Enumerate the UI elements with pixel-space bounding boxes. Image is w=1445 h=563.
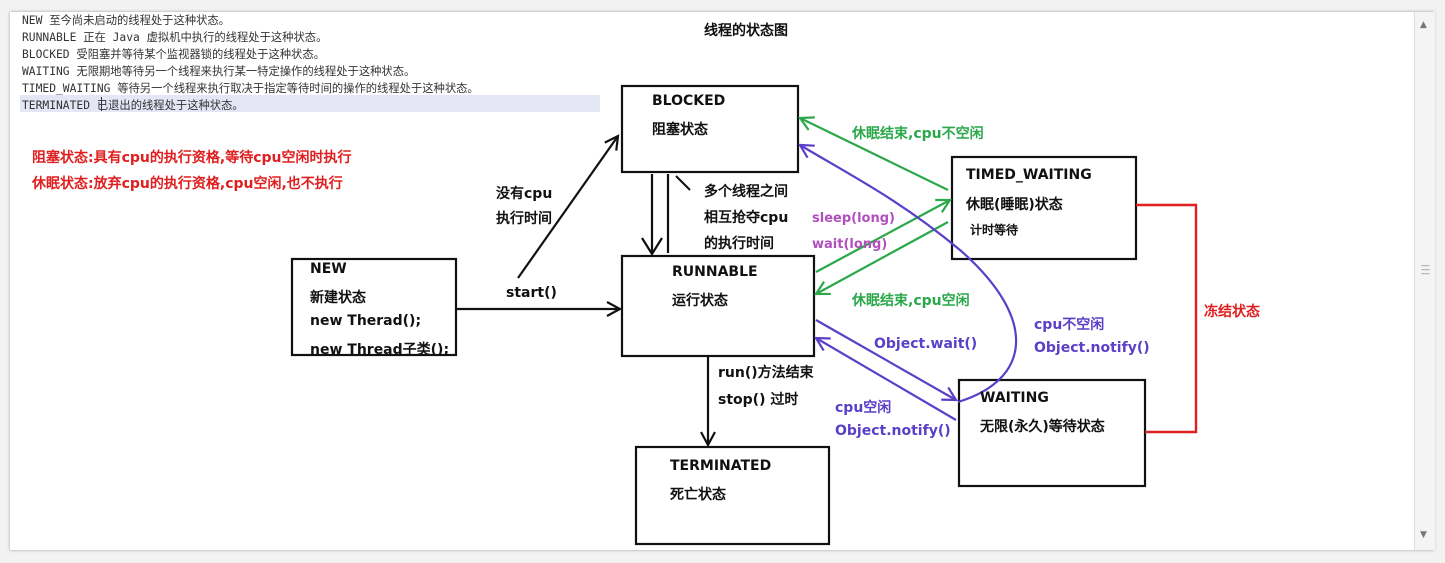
arrow-runnable-to-waiting <box>815 319 956 400</box>
label-freeze: 冻结状态 <box>1204 304 1260 320</box>
label-stop: stop() 过时 <box>718 392 799 408</box>
label-sleep-long: sleep(long) <box>812 211 895 226</box>
label-object-wait: Object.wait() <box>874 336 978 352</box>
note-sleep-state: 休眠状态:放弃cpu的执行资格,cpu空闲,也不执行 <box>32 176 343 192</box>
doc-line-blocked: BLOCKED 受阻塞并等待某个监视器锁的线程处于这种状态。 <box>22 48 325 61</box>
scroll-up-icon[interactable]: ▲ <box>1420 20 1427 30</box>
arrow-waiting-to-runnable <box>816 338 957 421</box>
state-timed-waiting-desc: 休眠(睡眠)状态 <box>966 197 1063 213</box>
freeze-bracket <box>1136 203 1198 434</box>
pointer-compete <box>675 175 691 191</box>
state-terminated-desc: 死亡状态 <box>670 487 726 503</box>
text-caret <box>101 97 102 111</box>
doc-line-terminated: TERMINATED 已退出的线程处于这种状态。 <box>22 99 244 112</box>
label-cpu-idle: cpu空闲 <box>835 400 892 416</box>
box-terminated <box>634 445 831 546</box>
doc-line-runnable: RUNNABLE 正在 Java 虚拟机中执行的线程处于这种状态。 <box>22 31 328 44</box>
diagram-title: 线程的状态图 <box>704 23 788 39</box>
arrow-to-blocked <box>517 136 618 279</box>
state-waiting-name: WAITING <box>980 390 1049 406</box>
scroll-grip-icon[interactable]: ——— <box>1421 261 1430 279</box>
state-timed-waiting-sub: 计时等待 <box>970 223 1019 237</box>
state-new-ctor2: new Thread子类(); <box>310 342 450 358</box>
box-new <box>290 257 458 357</box>
label-run-end: run()方法结束 <box>718 365 814 381</box>
scroll-down-icon[interactable]: ▼ <box>1420 530 1427 540</box>
label-start: start() <box>506 285 557 301</box>
label-no-cpu-1: 没有cpu <box>496 186 553 202</box>
state-runnable-name: RUNNABLE <box>672 264 758 280</box>
arrow-runnable-to-timed <box>815 200 950 273</box>
label-sleep-end-busy: 休眠结束,cpu不空闲 <box>852 126 984 142</box>
arrow-timed-to-blocked <box>800 118 949 191</box>
state-blocked-desc: 阻塞状态 <box>652 122 708 138</box>
arrow-timed-to-runnable <box>816 221 949 294</box>
box-runnable <box>620 254 816 358</box>
state-runnable-desc: 运行状态 <box>672 293 728 309</box>
label-compete-3: 的执行时间 <box>704 236 774 252</box>
label-notify-1: Object.notify() <box>1034 340 1150 356</box>
arrow-waiting-to-blocked <box>800 145 1018 404</box>
state-terminated-name: TERMINATED <box>670 458 772 474</box>
label-sleep-end-idle: 休眠结束,cpu空闲 <box>852 293 970 309</box>
selected-line-highlight <box>20 95 600 112</box>
label-no-cpu-2: 执行时间 <box>496 211 552 227</box>
label-compete-2: 相互抢夺cpu <box>704 210 789 226</box>
arrowhead-into-runnable <box>641 237 663 257</box>
doc-line-waiting: WAITING 无限期地等待另一个线程来执行某一特定操作的线程处于这种状态。 <box>22 65 416 78</box>
state-timed-waiting-name: TIMED_WAITING <box>966 167 1092 183</box>
state-new-ctor1: new Therad(); <box>310 313 422 329</box>
label-notify-2: Object.notify() <box>835 423 951 439</box>
doc-line-timed-waiting: TIMED_WAITING 等待另一个线程来执行取决于指定等待时间的操作的线程处… <box>22 82 479 95</box>
doc-line-new: NEW 至今尚未启动的线程处于这种状态。 <box>22 14 230 27</box>
vertical-scrollbar[interactable]: ▲ ——— ▼ <box>1414 12 1435 550</box>
state-waiting-desc: 无限(永久)等待状态 <box>980 419 1105 435</box>
label-compete-1: 多个线程之间 <box>704 184 788 200</box>
label-wait-long: wait(long) <box>812 237 888 252</box>
label-cpu-busy: cpu不空闲 <box>1034 317 1105 333</box>
state-new-desc: 新建状态 <box>310 290 366 306</box>
state-new-name: NEW <box>310 261 347 277</box>
state-blocked-name: BLOCKED <box>652 93 726 109</box>
note-blocked-state: 阻塞状态:具有cpu的执行资格,等待cpu空闲时执行 <box>32 150 352 166</box>
